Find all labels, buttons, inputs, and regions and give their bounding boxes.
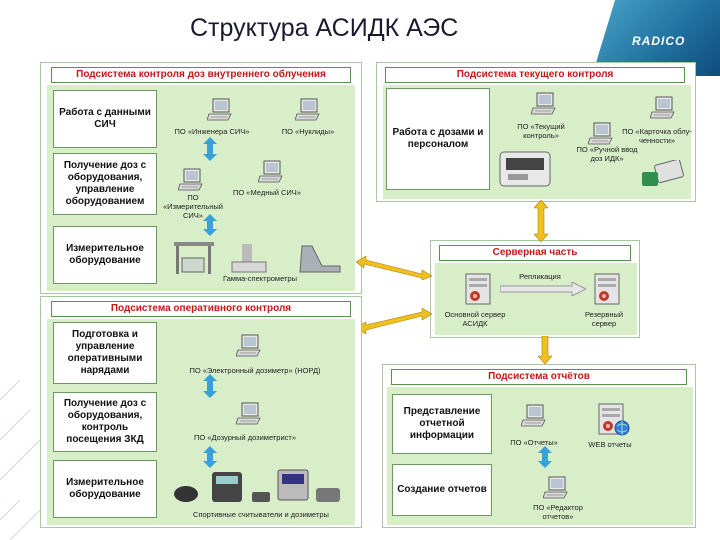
page-title: Структура АСИДК АЭС (190, 14, 459, 42)
pc-icon (295, 98, 321, 122)
pc-icon (650, 96, 676, 120)
logo: RADICO (632, 34, 686, 48)
main-server-icon (463, 272, 493, 306)
main-server-label: Основной сервер АСИДК (444, 310, 506, 328)
internal-row2-label: Получение доз с оборудования, управление… (53, 153, 157, 215)
backup-server-label: Резервный сервер (584, 310, 624, 328)
caption: Спортивные считыватели и дозиметры (193, 510, 329, 519)
dosimeter-card-image (642, 160, 684, 186)
pc-icon (178, 168, 204, 192)
caption: ПО «Отчеты» (510, 438, 558, 447)
pc-icon (531, 92, 557, 116)
replication-arrow (500, 282, 586, 296)
pc-icon (543, 476, 569, 500)
pc-icon (236, 402, 262, 426)
reader-device-image (499, 151, 551, 187)
blue-double-arrow (538, 446, 552, 468)
caption: ПО «Инженера СИЧ» (174, 127, 250, 136)
operative-row2-label: Получение доз с оборудования, контроль п… (53, 392, 157, 452)
blue-double-arrow (203, 446, 217, 468)
current-header: Подсистема текущего контроля (385, 67, 685, 83)
caption: ПО «Измерительный СИЧ» (163, 193, 223, 220)
current-label: Работа с дозами и персоналом (386, 88, 490, 190)
arrow-internal-server (356, 256, 432, 280)
dosimeters-image (174, 469, 340, 502)
arrow-current-server (534, 200, 548, 242)
pc-icon (236, 334, 262, 358)
blue-double-arrow (203, 137, 217, 161)
pc-icon (258, 160, 284, 184)
internal-header: Подсистема контроля доз внутреннего облу… (51, 67, 351, 83)
caption: ПО «Ручной ввод доз ИДК» (576, 145, 638, 163)
internal-row1-label: Работа с данными СИЧ (53, 90, 157, 148)
caption: ПО «Медный СИЧ» (233, 188, 301, 197)
globe-icon (614, 420, 630, 436)
arrow-server-reports (538, 336, 552, 364)
caption: ПО «Электронный дозиметр» (НОРД) (189, 366, 321, 375)
backup-server-icon (592, 272, 622, 306)
caption: ПО «Карточка облу-ченности» (622, 127, 692, 145)
blue-double-arrow (203, 214, 217, 236)
gamma-spectrometer-image (174, 242, 341, 274)
caption: ПО «Нуклиды» (281, 127, 335, 136)
operative-header: Подсистема оперативного контроля (51, 301, 351, 317)
pc-icon (521, 404, 547, 428)
caption: ПО «Редактор отчетов» (533, 503, 583, 521)
arrow-operative-server (356, 308, 432, 334)
reports-row1-label: Представление отчетной информации (392, 394, 492, 454)
caption: ПО «Текущий контроль» (517, 122, 565, 140)
reports-header: Подсистема отчётов (391, 369, 687, 385)
operative-row1-label: Подготовка и управление оперативными нар… (53, 322, 157, 384)
blue-double-arrow (203, 374, 217, 398)
operative-row3-label: Измерительное оборудование (53, 460, 157, 518)
caption: ПО «Дозурный дозиметрист» (193, 433, 297, 442)
caption: WEB отчеты (588, 440, 632, 449)
decorative-lines (0, 380, 40, 540)
pc-icon (588, 122, 614, 146)
server-header: Серверная часть (439, 245, 631, 261)
replication-label: Репликация (519, 272, 561, 281)
caption: Гамма-спектрометры (223, 274, 297, 283)
reports-row2-label: Создание отчетов (392, 464, 492, 516)
internal-row3-label: Измерительное оборудование (53, 226, 157, 284)
pc-icon (207, 98, 233, 122)
